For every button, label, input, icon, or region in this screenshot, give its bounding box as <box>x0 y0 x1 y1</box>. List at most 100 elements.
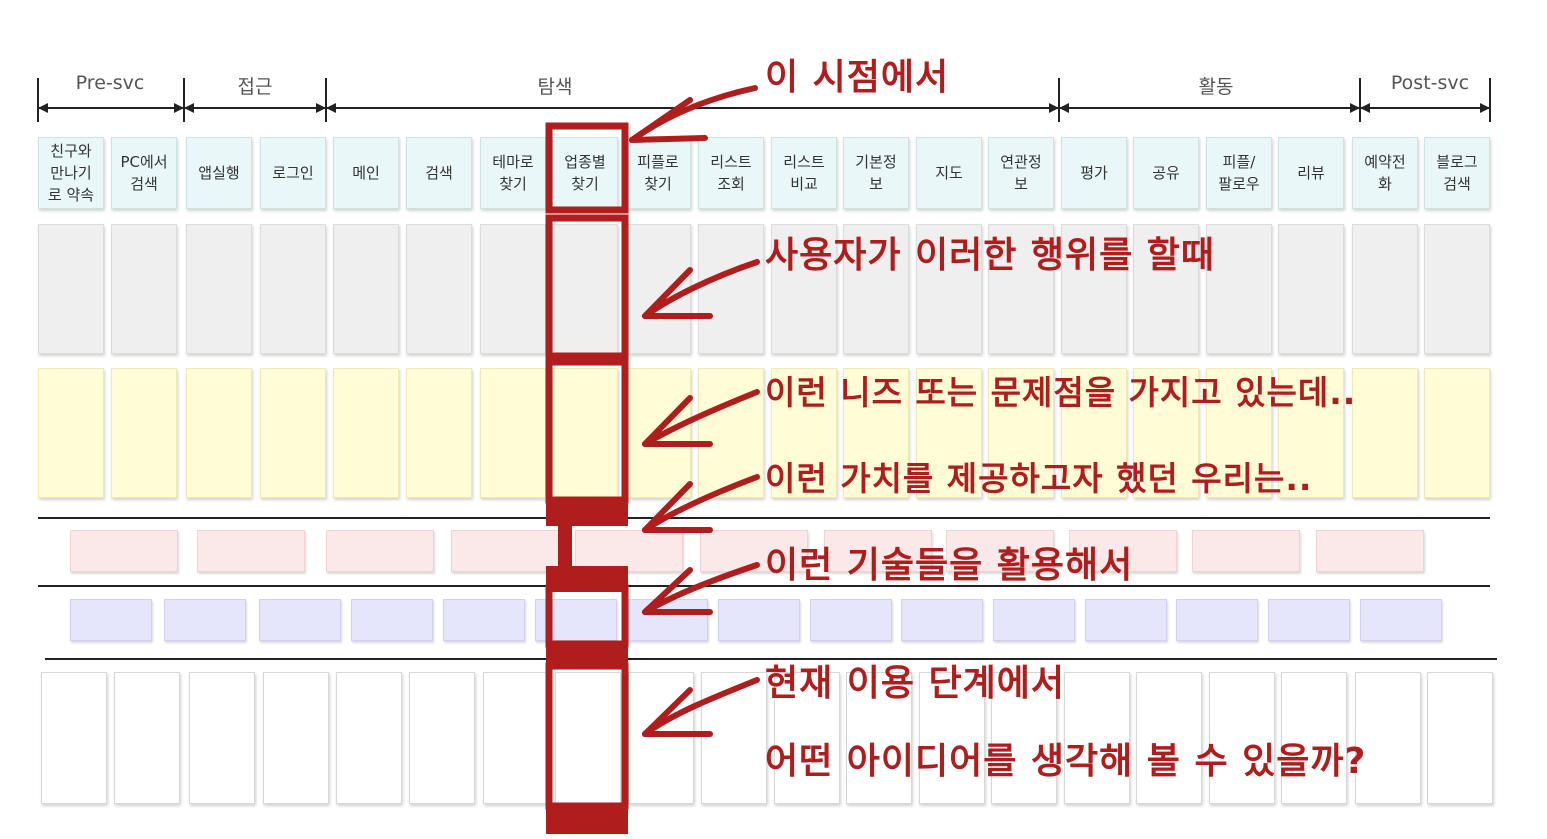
step-box: 검색 <box>406 137 472 209</box>
phase-label-access: 접근 <box>233 72 277 99</box>
journey-cell <box>406 224 472 354</box>
journey-cell <box>1136 672 1202 804</box>
value-card <box>575 530 683 572</box>
journey-cell <box>409 672 475 804</box>
journey-cell <box>1133 224 1199 354</box>
step-box: 메인 <box>333 137 399 209</box>
annotation-stage: 현재 이용 단계에서 <box>765 663 1066 704</box>
journey-cell <box>919 672 985 804</box>
technology-card <box>1268 599 1350 641</box>
journey-cell <box>1352 368 1418 498</box>
journey-cell <box>1278 368 1344 498</box>
step-box: 피플로 찾기 <box>625 137 691 209</box>
technology-card <box>1360 599 1442 641</box>
step-box: 피플/ 팔로우 <box>1206 137 1272 209</box>
step-box: 앱실행 <box>186 137 252 209</box>
divider-line <box>45 658 1497 660</box>
journey-cell <box>988 368 1054 498</box>
journey-cell <box>186 368 252 498</box>
journey-cell <box>1424 368 1490 498</box>
technology-card <box>351 599 433 641</box>
annotation-value: 이런 가치를 제공하고자 했던 우리는.. <box>765 459 1313 498</box>
journey-cell <box>991 672 1057 804</box>
step-box: 연관정 보 <box>988 137 1054 209</box>
journey-cell <box>114 672 180 804</box>
divider-line <box>38 517 1490 519</box>
value-card <box>1316 530 1424 572</box>
technology-card <box>626 599 708 641</box>
step-box: 예약전 화 <box>1352 137 1418 209</box>
value-card <box>451 530 559 572</box>
divider-line <box>38 585 1490 587</box>
step-box: 리스트 비교 <box>771 137 837 209</box>
journey-cell <box>1427 672 1493 804</box>
journey-cell <box>38 368 104 498</box>
technology-card <box>993 599 1075 641</box>
journey-cell <box>698 224 764 354</box>
journey-cell <box>111 224 177 354</box>
journey-cell <box>555 672 621 804</box>
journey-cell <box>1206 224 1272 354</box>
journey-cell <box>41 672 107 804</box>
journey-cell <box>186 224 252 354</box>
phase-label-pre-svc: Pre-svc <box>71 72 149 94</box>
journey-cell <box>480 368 546 498</box>
phase-label-explore: 탐색 <box>533 72 577 99</box>
value-card <box>1192 530 1300 572</box>
step-box: 테마로 찾기 <box>480 137 546 209</box>
journey-cell <box>333 368 399 498</box>
journey-cell <box>916 224 982 354</box>
journey-cell <box>1281 672 1347 804</box>
technology-card <box>443 599 525 641</box>
journey-cell <box>1355 672 1421 804</box>
journey-cell <box>701 672 767 804</box>
journey-cell <box>263 672 329 804</box>
annotation-needs: 이런 니즈 또는 문제점을 가지고 있는데.. <box>765 373 1357 412</box>
technology-card <box>718 599 800 641</box>
journey-cell <box>988 224 1054 354</box>
phase-label-activity: 활동 <box>1194 72 1238 99</box>
step-box: 공유 <box>1133 137 1199 209</box>
journey-cell <box>260 224 326 354</box>
journey-cell <box>406 368 472 498</box>
annotation-when: 이 시점에서 <box>765 57 950 98</box>
journey-cell <box>771 224 837 354</box>
technology-card <box>1176 599 1258 641</box>
annotation-action: 사용자가 이러한 행위를 할때 <box>765 235 1216 276</box>
technology-card <box>259 599 341 641</box>
technology-card <box>164 599 246 641</box>
journey-cell <box>480 224 546 354</box>
step-box: 기본정 보 <box>843 137 909 209</box>
journey-cell <box>1278 224 1344 354</box>
journey-cell <box>771 368 837 498</box>
journey-cell <box>774 672 840 804</box>
journey-cell <box>38 224 104 354</box>
annotation-question: 어떤 아이디어를 생각해 볼 수 있을까? <box>765 741 1367 782</box>
annotation-technology: 이런 기술들을 활용해서 <box>765 545 1134 586</box>
value-card <box>326 530 434 572</box>
value-card <box>824 530 932 572</box>
step-box: 지도 <box>916 137 982 209</box>
step-box: 블로그 검색 <box>1424 137 1490 209</box>
technology-card <box>901 599 983 641</box>
step-box: 평가 <box>1061 137 1127 209</box>
journey-cell <box>1061 224 1127 354</box>
journey-cell <box>1209 672 1275 804</box>
technology-card <box>1085 599 1167 641</box>
value-card <box>197 530 305 572</box>
technology-card <box>810 599 892 641</box>
step-box: 친구와 만나기 로 약속 <box>38 137 104 209</box>
journey-cell <box>483 672 549 804</box>
journey-cell <box>552 368 618 498</box>
journey-cell <box>1206 368 1272 498</box>
journey-cell <box>846 672 912 804</box>
journey-cell <box>1352 224 1418 354</box>
journey-cell <box>843 224 909 354</box>
step-box: 리뷰 <box>1278 137 1344 209</box>
journey-cell <box>1061 368 1127 498</box>
journey-cell <box>189 672 255 804</box>
